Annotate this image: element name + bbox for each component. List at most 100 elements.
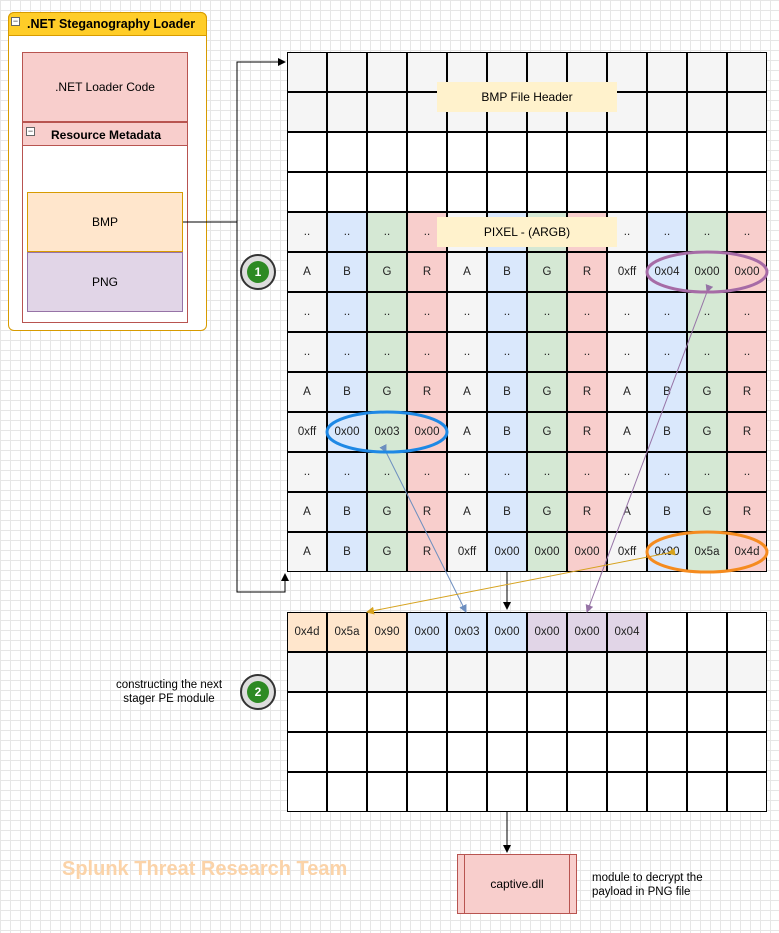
grid-cell bbox=[647, 132, 687, 172]
grid-cell: B bbox=[327, 492, 367, 532]
grid-cell: B bbox=[327, 372, 367, 412]
step-2-marker: 2 bbox=[240, 674, 276, 710]
grid-cell: 0x00 bbox=[727, 252, 767, 292]
grid-cell bbox=[567, 652, 607, 692]
grid-cell: .. bbox=[327, 292, 367, 332]
loader-code-block: .NET Loader Code bbox=[22, 52, 188, 122]
grid-cell: .. bbox=[487, 292, 527, 332]
grid-cell: .. bbox=[367, 332, 407, 372]
grid-cell: .. bbox=[447, 292, 487, 332]
grid-cell bbox=[287, 732, 327, 772]
grid-cell: .. bbox=[727, 212, 767, 252]
grid-cell bbox=[567, 692, 607, 732]
grid-cell: 0x00 bbox=[327, 412, 367, 452]
grid-cell bbox=[727, 52, 767, 92]
grid-cell: 0xff bbox=[287, 412, 327, 452]
grid-cell: 0x00 bbox=[487, 612, 527, 652]
grid-cell: .. bbox=[527, 452, 567, 492]
collapse-icon[interactable]: − bbox=[26, 126, 35, 136]
grid-cell: A bbox=[287, 372, 327, 412]
grid-cell: .. bbox=[327, 212, 367, 252]
grid-cell: .. bbox=[327, 452, 367, 492]
grid-cell bbox=[287, 92, 327, 132]
grid-cell bbox=[727, 772, 767, 812]
grid-cell bbox=[607, 692, 647, 732]
grid-cell bbox=[367, 172, 407, 212]
grid-cell: .. bbox=[527, 292, 567, 332]
module-divider bbox=[464, 854, 465, 914]
bmp-header-label: BMP File Header bbox=[437, 82, 617, 112]
grid-cell: G bbox=[527, 412, 567, 452]
captive-dll-module: captive.dll bbox=[457, 854, 577, 914]
purple-ellipse bbox=[645, 250, 769, 294]
collapse-icon[interactable]: − bbox=[11, 16, 20, 26]
grid-cell bbox=[647, 692, 687, 732]
grid-cell bbox=[447, 652, 487, 692]
grid-cell: .. bbox=[287, 332, 327, 372]
grid-cell: .. bbox=[447, 332, 487, 372]
grid-cell: R bbox=[727, 492, 767, 532]
grid-cell bbox=[327, 172, 367, 212]
grid-cell bbox=[447, 692, 487, 732]
grid-cell: R bbox=[727, 372, 767, 412]
grid-cell bbox=[527, 132, 567, 172]
grid-cell: 0x90 bbox=[367, 612, 407, 652]
grid-cell: .. bbox=[287, 452, 327, 492]
grid-cell bbox=[687, 132, 727, 172]
grid-cell bbox=[607, 732, 647, 772]
grid-cell bbox=[327, 772, 367, 812]
grid-cell bbox=[367, 92, 407, 132]
loader-title: .NET Steganography Loader bbox=[8, 12, 207, 36]
grid-cell bbox=[687, 772, 727, 812]
grid-cell: B bbox=[487, 412, 527, 452]
grid-cell bbox=[527, 692, 567, 732]
grid-cell: R bbox=[407, 372, 447, 412]
bmp-resource: BMP bbox=[27, 192, 183, 252]
grid-cell: B bbox=[327, 252, 367, 292]
grid-cell bbox=[487, 732, 527, 772]
grid-cell bbox=[687, 692, 727, 732]
grid-cell bbox=[687, 612, 727, 652]
grid-cell bbox=[487, 692, 527, 732]
grid-cell bbox=[687, 652, 727, 692]
grid-cell bbox=[487, 132, 527, 172]
grid-cell bbox=[567, 172, 607, 212]
grid-cell: .. bbox=[487, 332, 527, 372]
grid-cell bbox=[287, 172, 327, 212]
grid-cell: B bbox=[487, 492, 527, 532]
grid-cell bbox=[647, 652, 687, 692]
bmp-link-arrow bbox=[236, 222, 289, 593]
grid-cell: 0x4d bbox=[727, 532, 767, 572]
grid-cell bbox=[727, 92, 767, 132]
grid-cell: .. bbox=[287, 292, 327, 332]
grid-cell bbox=[487, 172, 527, 212]
grid-cell bbox=[607, 172, 647, 212]
grid-cell bbox=[527, 172, 567, 212]
grid-cell: .. bbox=[727, 452, 767, 492]
grid-cell bbox=[367, 52, 407, 92]
grid-cell: B bbox=[487, 372, 527, 412]
orange-ellipse bbox=[645, 530, 769, 574]
grid-cell: A bbox=[287, 532, 327, 572]
watermark: Splunk Threat Research Team bbox=[62, 858, 348, 880]
grid-cell bbox=[607, 132, 647, 172]
grid-cell bbox=[687, 52, 727, 92]
blue-mapping-arrow bbox=[379, 443, 467, 613]
grid-cell: .. bbox=[727, 332, 767, 372]
grid-cell bbox=[727, 132, 767, 172]
grid-cell: R bbox=[727, 412, 767, 452]
grid-cell: .. bbox=[407, 292, 447, 332]
png-resource: PNG bbox=[27, 252, 183, 312]
step-1-marker: 1 bbox=[240, 254, 276, 290]
grid-cell: .. bbox=[727, 292, 767, 332]
grid-cell bbox=[727, 732, 767, 772]
grid-cell bbox=[727, 652, 767, 692]
grid-cell bbox=[687, 92, 727, 132]
step-2-caption: constructing the next stager PE module bbox=[115, 679, 223, 705]
grid-cell bbox=[647, 732, 687, 772]
grid-cell bbox=[487, 772, 527, 812]
grid-cell bbox=[607, 652, 647, 692]
grid-cell bbox=[567, 772, 607, 812]
grid-cell: .. bbox=[407, 332, 447, 372]
grid-cell bbox=[567, 132, 607, 172]
